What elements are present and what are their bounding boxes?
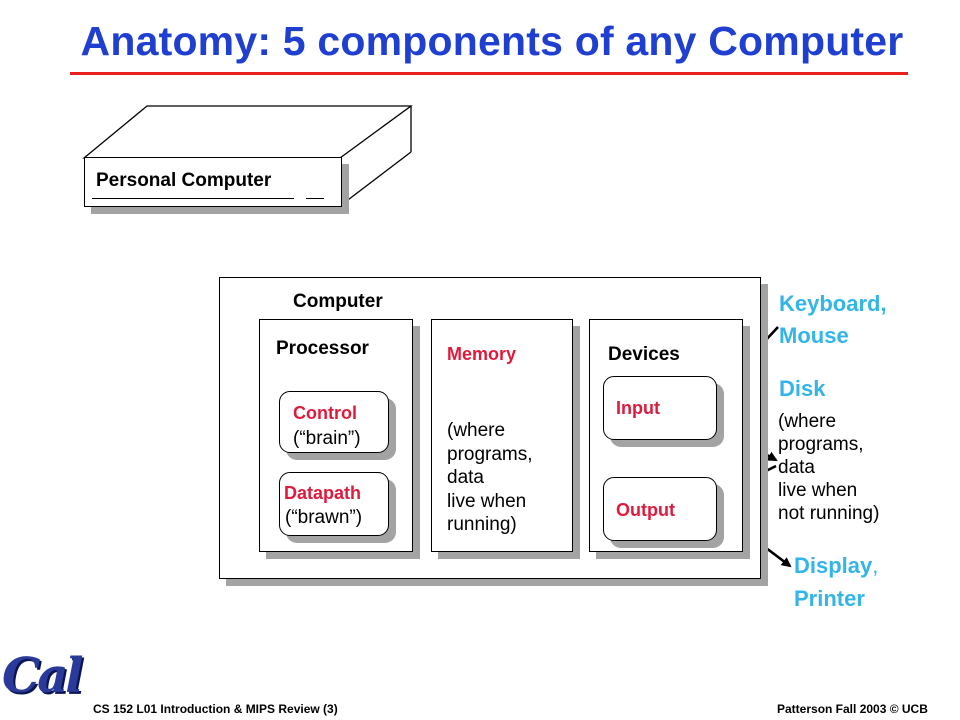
- title-rule: [70, 72, 908, 75]
- datapath-note: (“brawn”): [285, 507, 363, 528]
- display-word: Display: [794, 553, 873, 578]
- cal-logo: Cal: [2, 648, 84, 704]
- memory-box: [431, 319, 573, 552]
- display-comma: ,: [872, 553, 879, 578]
- pc-slot-small: [306, 198, 324, 199]
- keyboard-mouse-label: Keyboard, Mouse: [779, 291, 887, 348]
- memory-label: Memory: [447, 344, 517, 364]
- printer-label: Printer: [794, 586, 865, 611]
- memory-note: (where programs, data live when running): [447, 420, 533, 535]
- output-box: [603, 477, 717, 541]
- datapath-box: [279, 472, 389, 536]
- devices-label: Devices: [608, 344, 680, 365]
- control-note: (“brain”): [293, 428, 361, 449]
- input-box: [603, 376, 717, 440]
- computer-label: Computer: [293, 291, 383, 312]
- slide-title: Anatomy: 5 components of any Computer: [80, 18, 904, 64]
- footer-course: CS 152 L01 Introduction & MIPS Review (3…: [93, 702, 338, 716]
- footer-copyright: Patterson Fall 2003 © UCB: [777, 702, 928, 716]
- disk-note: (where programs, data live when not runn…: [778, 411, 880, 524]
- pc-slot-line: [92, 198, 294, 199]
- datapath-label: Datapath: [284, 483, 362, 503]
- control-box: [279, 391, 389, 453]
- processor-label: Processor: [276, 338, 369, 359]
- pc-label: Personal Computer: [96, 170, 272, 191]
- disk-label: Disk: [779, 376, 826, 401]
- input-label: Input: [616, 398, 660, 418]
- output-label: Output: [616, 500, 675, 520]
- control-label: Control: [293, 403, 357, 423]
- display-label: Display,: [794, 553, 878, 579]
